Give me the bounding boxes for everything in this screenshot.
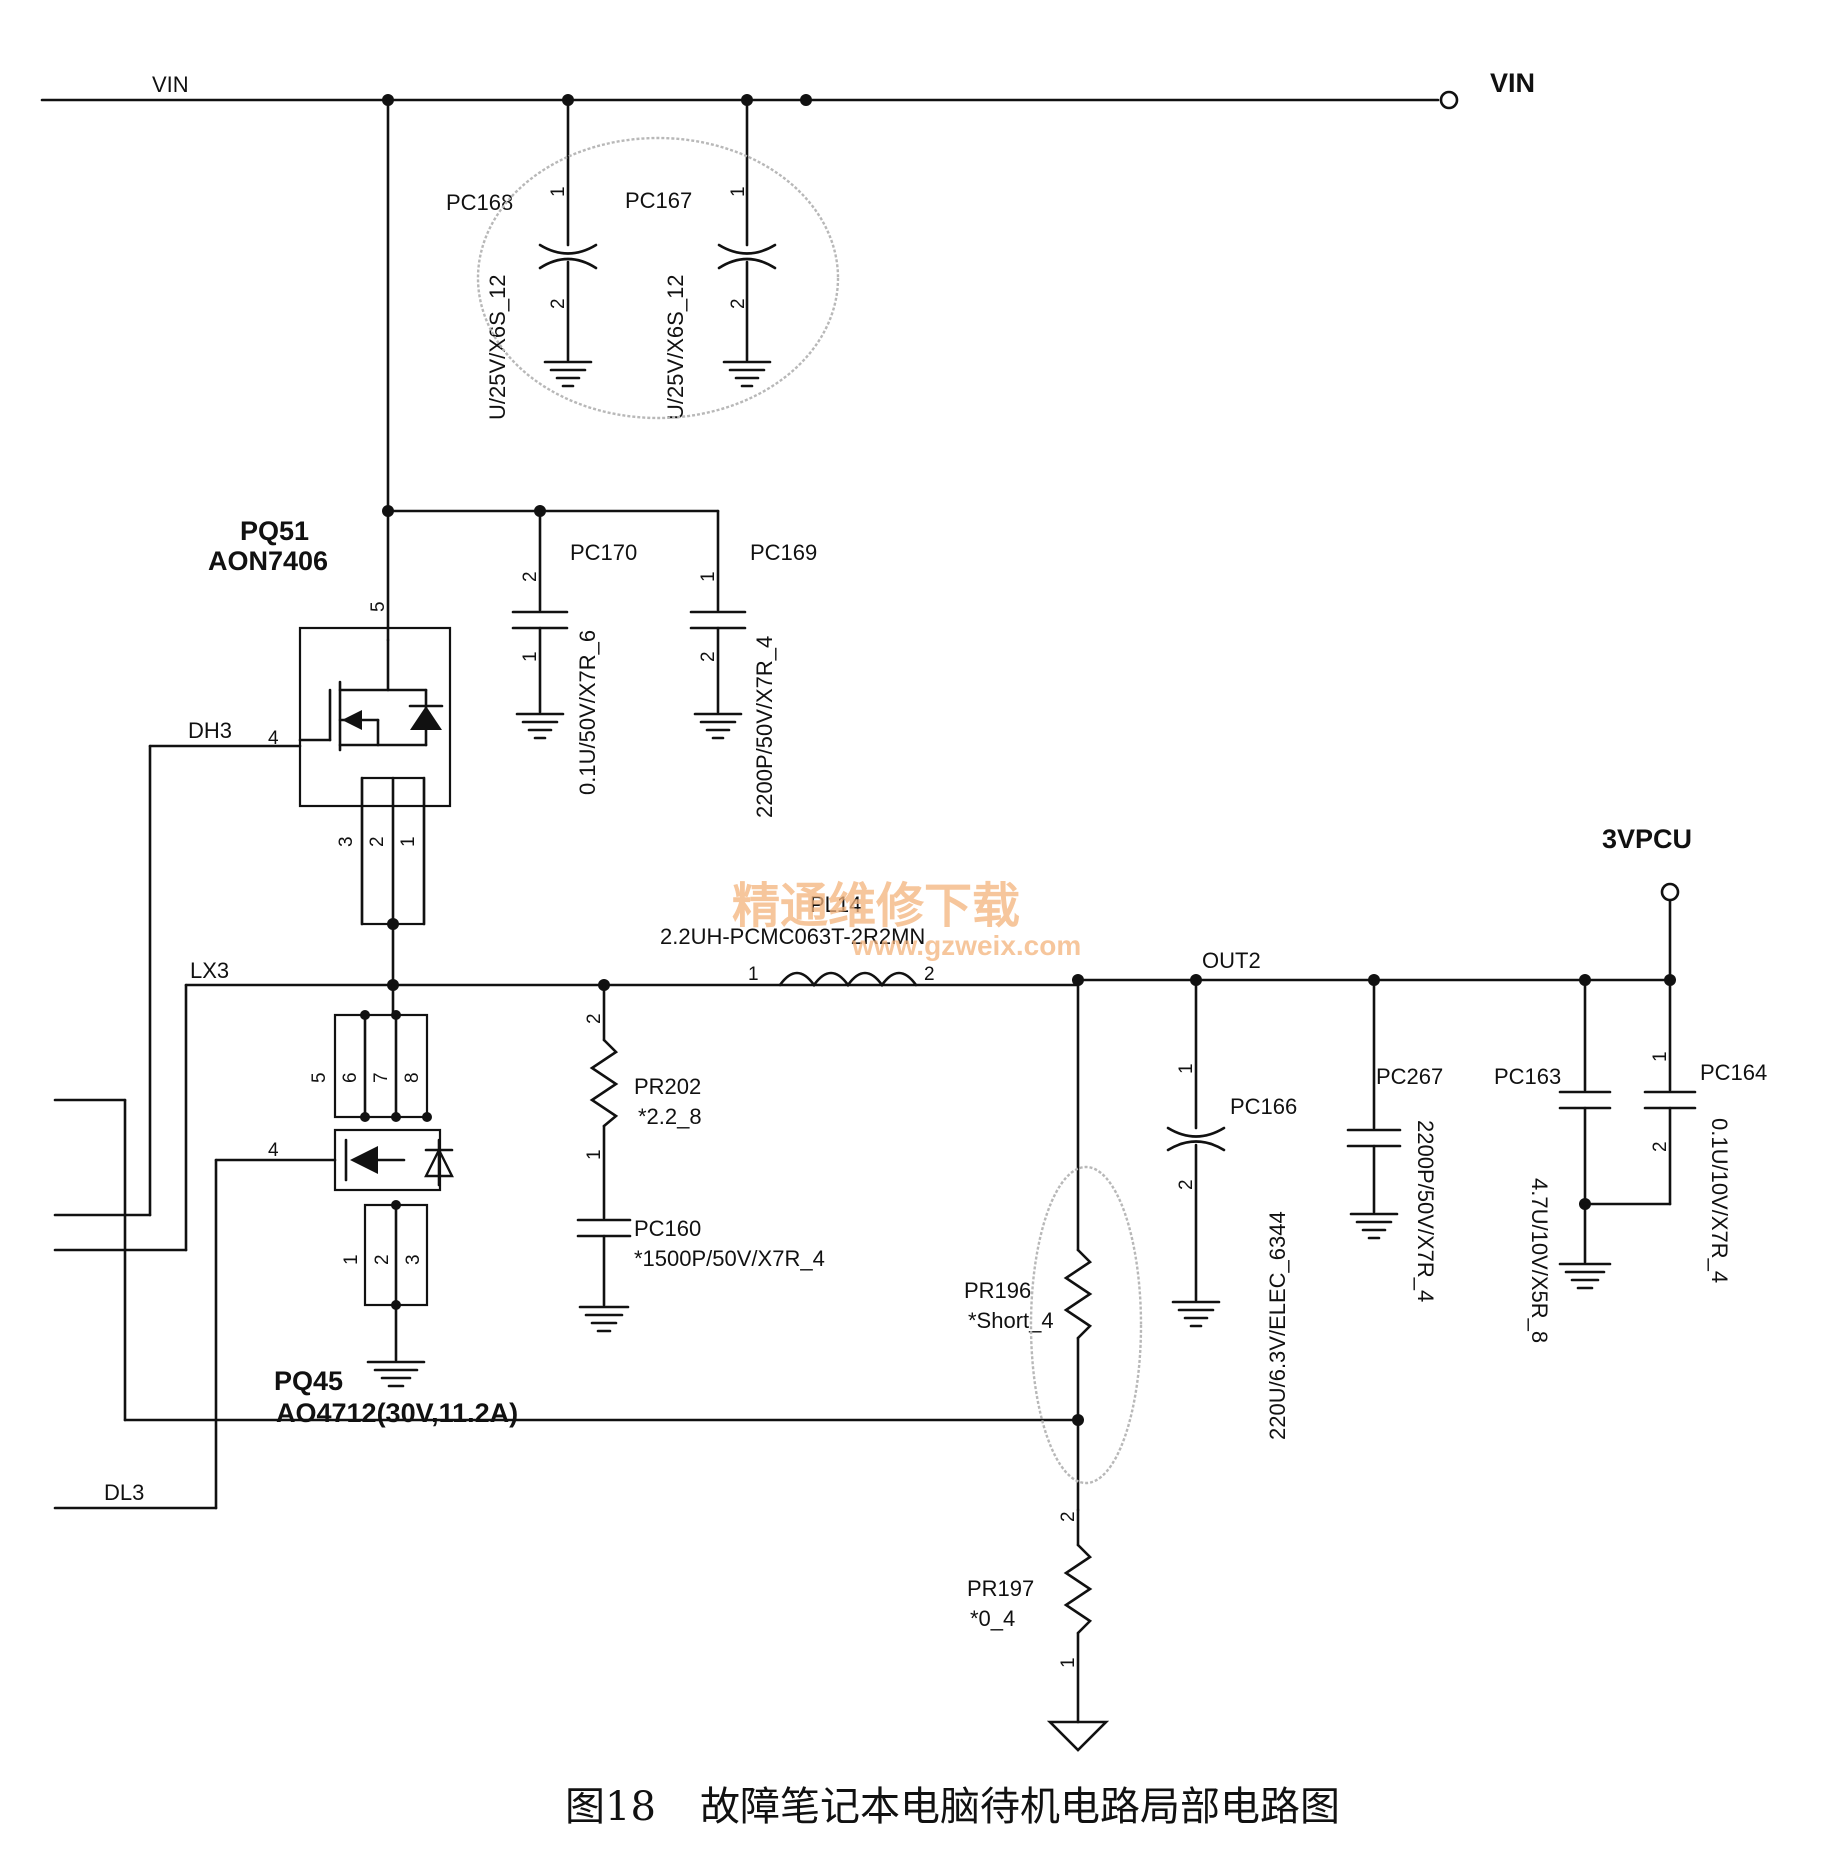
capacitor-pc169: 1 2 PC169 2200P/50V/X7R_4 bbox=[689, 509, 817, 818]
svg-text:1: 1 bbox=[728, 186, 749, 197]
svg-text:2: 2 bbox=[1058, 1511, 1079, 1522]
pl14-ref: PL14 bbox=[810, 892, 861, 917]
pc170-value: 0.1U/50V/X7R_6 bbox=[575, 630, 600, 795]
svg-text:2: 2 bbox=[367, 836, 388, 847]
mosfet-pq51: PQ51 AON7406 5 3 2 1 bbox=[208, 516, 452, 987]
svg-text:2: 2 bbox=[924, 964, 935, 985]
svg-text:4: 4 bbox=[268, 1140, 279, 1161]
capacitor-pc167: 1 2 PC167 U/25V/X6S_12 bbox=[625, 98, 777, 420]
svg-text:5: 5 bbox=[368, 601, 389, 612]
capacitor-pc163: PC163 4.7U/10V/X5R_8 bbox=[1494, 978, 1612, 1343]
svg-text:2: 2 bbox=[698, 651, 719, 662]
caption-figure: 图18 bbox=[565, 1784, 656, 1830]
pc169-value: 2200P/50V/X7R_4 bbox=[752, 636, 777, 818]
lx3-label: LX3 bbox=[190, 958, 229, 983]
pr197-ref: PR197 bbox=[967, 1576, 1034, 1601]
mosfet-pq45: 5 6 7 8 1 2 3 4 PQ45 AO4 bbox=[53, 983, 518, 1510]
pq51-part: AON7406 bbox=[208, 546, 328, 576]
pq51-ref: PQ51 bbox=[240, 516, 309, 546]
pr196-value: *Short_4 bbox=[968, 1308, 1054, 1333]
pr202-value: *2.2_8 bbox=[638, 1104, 702, 1129]
capacitor-pc164: 1 2 PC164 0.1U/10V/X7R_4 bbox=[1583, 978, 1767, 1283]
capacitor-pc166: 1 2 PC166 220U/6.3V/ELEC_6344 bbox=[1166, 978, 1297, 1440]
pc166-value: 220U/6.3V/ELEC_6344 bbox=[1265, 1211, 1290, 1440]
svg-text:1: 1 bbox=[548, 186, 569, 197]
pc160-ref: PC160 bbox=[634, 1216, 701, 1241]
resistor-pr196: PR196 *Short_4 bbox=[964, 983, 1093, 1512]
svg-text:5: 5 bbox=[309, 1072, 330, 1083]
pc163-ref: PC163 bbox=[1494, 1064, 1561, 1089]
pc168-value: U/25V/X6S_12 bbox=[485, 274, 510, 420]
svg-text:2: 2 bbox=[520, 571, 541, 582]
snubber-pr202-pc160: 2 1 PR202 *2.2_8 PC160 *1500P/50V/X7R_4 bbox=[576, 983, 825, 1333]
pq45-part: AO4712(30V,11.2A) bbox=[276, 1398, 518, 1428]
svg-text:2: 2 bbox=[584, 1013, 605, 1024]
resistor-pr197: 2 1 PR197 *0_4 bbox=[967, 1508, 1110, 1752]
pc166-ref: PC166 bbox=[1230, 1094, 1297, 1119]
svg-text:1: 1 bbox=[1176, 1063, 1197, 1074]
svg-text:1: 1 bbox=[1058, 1657, 1079, 1668]
pc170-ref: PC170 bbox=[570, 540, 637, 565]
svg-text:2: 2 bbox=[548, 298, 569, 309]
svg-text:2: 2 bbox=[1176, 1179, 1197, 1190]
svg-text:4: 4 bbox=[268, 728, 279, 749]
svg-text:1: 1 bbox=[520, 651, 541, 662]
vin-port-label: VIN bbox=[1490, 68, 1535, 98]
pc164-ref: PC164 bbox=[1700, 1060, 1767, 1085]
3vpcu-port-label: 3VPCU bbox=[1602, 824, 1692, 854]
svg-text:2: 2 bbox=[728, 298, 749, 309]
highlight-ellipse-input-caps bbox=[476, 136, 840, 420]
capacitor-pc267: PC267 2200P/50V/X7R_4 bbox=[1346, 978, 1443, 1302]
net-out2: OUT2 3VPCU bbox=[1072, 824, 1692, 986]
svg-text:3: 3 bbox=[336, 836, 357, 847]
pc267-ref: PC267 bbox=[1376, 1064, 1443, 1089]
inductor-pl14: 1 2 PL14 2.2UH-PCMC063T-2R2MN bbox=[660, 892, 935, 988]
svg-text:3: 3 bbox=[403, 1254, 424, 1265]
out2-label: OUT2 bbox=[1202, 948, 1261, 973]
pc163-value: 4.7U/10V/X5R_8 bbox=[1527, 1178, 1552, 1343]
net-lx3: LX3 bbox=[53, 958, 1080, 1252]
pq45-ref: PQ45 bbox=[274, 1366, 343, 1396]
net-dh3: DH3 4 bbox=[53, 718, 302, 1217]
svg-text:1: 1 bbox=[584, 1149, 605, 1160]
pc267-value: 2200P/50V/X7R_4 bbox=[1413, 1120, 1438, 1302]
svg-text:1: 1 bbox=[1650, 1051, 1671, 1062]
pc160-value: *1500P/50V/X7R_4 bbox=[634, 1246, 825, 1271]
watermark-url: www.gzweix.com bbox=[851, 930, 1081, 961]
vin-wire-label: VIN bbox=[152, 72, 189, 97]
pr197-value: *0_4 bbox=[970, 1606, 1015, 1631]
pr196-ref: PR196 bbox=[964, 1278, 1031, 1303]
pr202-ref: PR202 bbox=[634, 1074, 701, 1099]
capacitor-pc168: 1 2 PC168 U/25V/X6S_12 bbox=[446, 98, 598, 420]
svg-text:2: 2 bbox=[1650, 1141, 1671, 1152]
watermark: 精通维修下载 www.gzweix.com bbox=[732, 878, 1081, 961]
pc168-ref: PC168 bbox=[446, 190, 513, 215]
pc167-value: U/25V/X6S_12 bbox=[663, 274, 688, 420]
dh3-label: DH3 bbox=[188, 718, 232, 743]
capacitor-pc170: 2 1 PC170 0.1U/50V/X7R_6 bbox=[386, 505, 720, 795]
svg-text:6: 6 bbox=[340, 1072, 361, 1083]
vin-rail: VIN VIN bbox=[40, 68, 1535, 110]
watermark-cn: 精通维修下载 bbox=[732, 878, 1020, 934]
svg-text:8: 8 bbox=[402, 1072, 423, 1083]
svg-text:1: 1 bbox=[748, 964, 759, 985]
svg-text:7: 7 bbox=[371, 1072, 392, 1083]
pl14-value: 2.2UH-PCMC063T-2R2MN bbox=[660, 924, 925, 949]
pc167-ref: PC167 bbox=[625, 188, 692, 213]
pc169-ref: PC169 bbox=[750, 540, 817, 565]
svg-text:1: 1 bbox=[341, 1254, 362, 1265]
svg-text:1: 1 bbox=[398, 836, 419, 847]
highlight-ellipse-pr196 bbox=[1029, 1165, 1143, 1485]
pc164-value: 0.1U/10V/X7R_4 bbox=[1707, 1118, 1732, 1283]
caption-text: 故障笔记本电脑待机电路局部电路图 bbox=[700, 1784, 1340, 1830]
svg-text:1: 1 bbox=[698, 571, 719, 582]
figure-caption: 图18 故障笔记本电脑待机电路局部电路图 bbox=[565, 1784, 1340, 1830]
svg-text:2: 2 bbox=[372, 1254, 393, 1265]
dl3-label: DL3 bbox=[104, 1480, 144, 1505]
